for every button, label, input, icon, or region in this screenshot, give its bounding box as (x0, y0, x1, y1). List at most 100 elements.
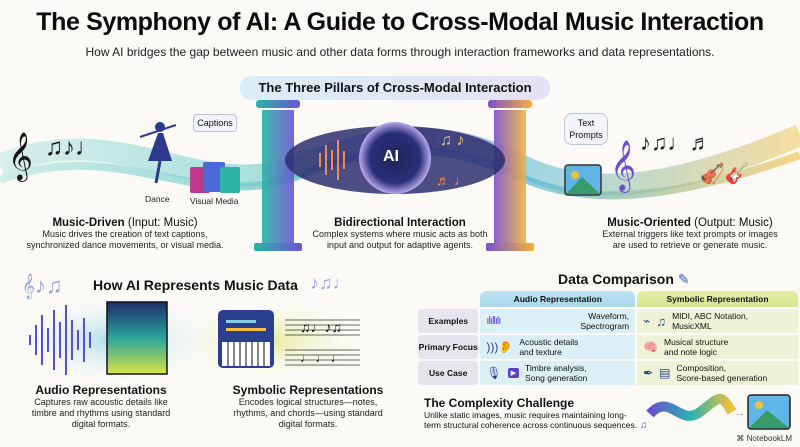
representations-illustration: ♫♩♪♫ ♩ ♩ ♩ (5, 300, 370, 380)
piano-icon (218, 310, 274, 368)
ear-icon: )))👂 (486, 340, 514, 354)
cell-text: Timbre analysis, (525, 363, 587, 373)
music-driven-section: Music-Driven (Input: Music) Music drives… (4, 217, 246, 251)
representations-heading: How AI Represents Music Data (93, 277, 298, 293)
bidirectional-desc: input and output for adaptive agents. (326, 240, 474, 250)
music-notes-icon: ♬ ♩ (436, 172, 468, 188)
ai-core-icon (359, 122, 431, 194)
table-row: Examples ılıllılı Waveform,Spectrogram ⌁ ♫… (418, 309, 798, 333)
pillar-right (486, 100, 534, 251)
sheet-music-icon (285, 319, 360, 366)
pencil-icon: ✎ (677, 271, 690, 287)
music-note-icon: ♫ (656, 313, 667, 329)
staff-decoration-icon: 𝄞♪♫ (22, 273, 63, 298)
challenge-section: The Complexity Challenge Unlike static i… (424, 396, 654, 430)
audio-representations-desc: digital formats. (71, 419, 131, 429)
music-note-icon: ♩ (724, 396, 734, 407)
pillar-left (254, 100, 302, 251)
visual-media-label: Visual Media (190, 196, 239, 206)
play-icon: ▶ (507, 368, 520, 378)
dance-label: Dance (145, 194, 170, 204)
comparison-table: Audio Representation Symbolic Representa… (416, 289, 800, 387)
sequence-ribbon-illustration: ♫ ♩ → (640, 393, 791, 431)
bidirectional-desc: Complex systems where music acts as both (312, 229, 488, 239)
visual-media-icon (190, 162, 240, 193)
music-notes-icon: ♫ ♪ (440, 132, 464, 149)
arrow-right-icon: → (734, 407, 745, 419)
cell-text: and note logic (664, 347, 717, 357)
text-prompts-label: Text (577, 118, 595, 128)
flow-illustration: ♫ ♪ ♬ ♩ 𝄞 ♫♪♩ 𝄞 ♪♫♩♬ 🎻🎸 (0, 100, 800, 251)
music-driven-desc: synchronized dance movements, or visual … (26, 240, 224, 250)
audio-representations-desc: Captures raw acoustic details like (34, 397, 168, 407)
cell-text: Song generation (525, 373, 588, 383)
music-note-icon: ♫ (640, 420, 648, 431)
music-notes-icon: ♫♩♪♫ (300, 319, 342, 335)
symbolic-representations-title: Symbolic Representations (232, 383, 384, 397)
image-icon (747, 394, 791, 430)
instruments-icon: 🎻🎸 (700, 161, 750, 185)
symbolic-representations-desc: digital formats. (278, 419, 338, 429)
music-notes-icon: ♩ ♩ ♩ (300, 351, 343, 365)
image-icon (564, 164, 602, 196)
audio-representations-section: Audio Representations Captures raw acous… (6, 383, 196, 430)
page-title: The Symphony of AI: A Guide to Cross-Mod… (36, 8, 764, 36)
notebooklm-logo-icon: ⌘ (736, 434, 745, 443)
audio-representations-title: Audio Representations (35, 383, 167, 397)
cell-text: Spectrogram (580, 321, 630, 331)
column-header-audio: Audio Representation (480, 291, 636, 307)
table-row: Use Case 🎙 ▶ Timbre analysis,Song generati… (418, 361, 798, 385)
music-notes-icon: ♫♪♩ (45, 134, 99, 161)
cell-text: Composition, (676, 363, 727, 373)
row-label: Use Case (418, 361, 479, 385)
cell-text: Waveform, (588, 311, 630, 321)
music-oriented-desc: are used to retrieve or generate music. (612, 240, 768, 250)
music-oriented-section: Music-Oriented (Output: Music) External … (580, 217, 800, 251)
music-driven-title: Music-Driven (Input: Music) (52, 217, 198, 229)
text-prompts-bubble: Text Prompts (564, 113, 608, 145)
challenge-title: The Complexity Challenge (424, 396, 575, 410)
bidirectional-section: Bidirectional Interaction Complex system… (290, 217, 510, 251)
comparison-heading: Data Comparison ✎ (558, 271, 690, 287)
symbolic-representations-desc: Encodes logical structures—notes, (238, 397, 378, 407)
page-subtitle: How AI bridges the gap between music and… (85, 45, 715, 59)
cell-text: Score-based generation (676, 373, 768, 383)
cell-text: and texture (519, 347, 562, 357)
bidirectional-title: Bidirectional Interaction (334, 217, 466, 229)
brain-icon: 🧠 (643, 340, 659, 354)
music-notes-icon: ♪♫♩♬ (640, 130, 712, 155)
treble-clef-icon: 𝄞 (8, 132, 33, 182)
waveform-icon: ılıllılı (486, 315, 501, 327)
challenge-desc: term structural coherence across continu… (424, 420, 638, 430)
cell-text: Acoustic details (519, 337, 579, 347)
pen-icon: ✒ (643, 366, 654, 380)
treble-clef-icon: 𝄞 (610, 141, 636, 193)
row-label: Examples (418, 309, 479, 333)
text-prompts-label: Prompts (569, 130, 603, 140)
staff-decoration-icon: ♪♫♩ (310, 273, 351, 293)
symbolic-representations-desc: rhythms, and chords—using standard (233, 408, 383, 418)
row-label: Primary Focus (418, 335, 479, 359)
music-driven-desc: Music drives the creation of text captio… (42, 229, 208, 239)
challenge-desc: Unlike static images, music requires mai… (424, 410, 627, 420)
cell-text: MIDI, ABC Notation, (672, 311, 749, 321)
pillars-heading: The Three Pillars of Cross-Modal Interac… (240, 76, 550, 100)
spectrogram-icon (106, 301, 168, 375)
music-oriented-desc: External triggers like text prompts or i… (602, 229, 778, 239)
cell-text: Musical structure (664, 337, 729, 347)
document-icon: ▤ (659, 366, 671, 380)
microphone-icon: 🎙 (486, 366, 502, 380)
symbolic-representations-section: Symbolic Representations Encodes logical… (208, 383, 408, 430)
audio-waveform-icon (29, 305, 91, 375)
notebooklm-brand: ⌘ NotebookLM (736, 434, 792, 443)
waveform-icon (319, 140, 345, 180)
captions-label: Captions (193, 114, 237, 132)
column-header-symbolic: Symbolic Representation (637, 291, 798, 307)
dancer-icon (139, 122, 177, 184)
midi-cable-icon: ⌁ (643, 314, 651, 328)
audio-representations-desc: timbre and rhythms using standard (31, 408, 171, 418)
ai-core-label: AI (383, 148, 399, 165)
music-oriented-title: Music-Oriented (Output: Music) (607, 217, 773, 229)
cell-text: MusicXML (672, 321, 712, 331)
